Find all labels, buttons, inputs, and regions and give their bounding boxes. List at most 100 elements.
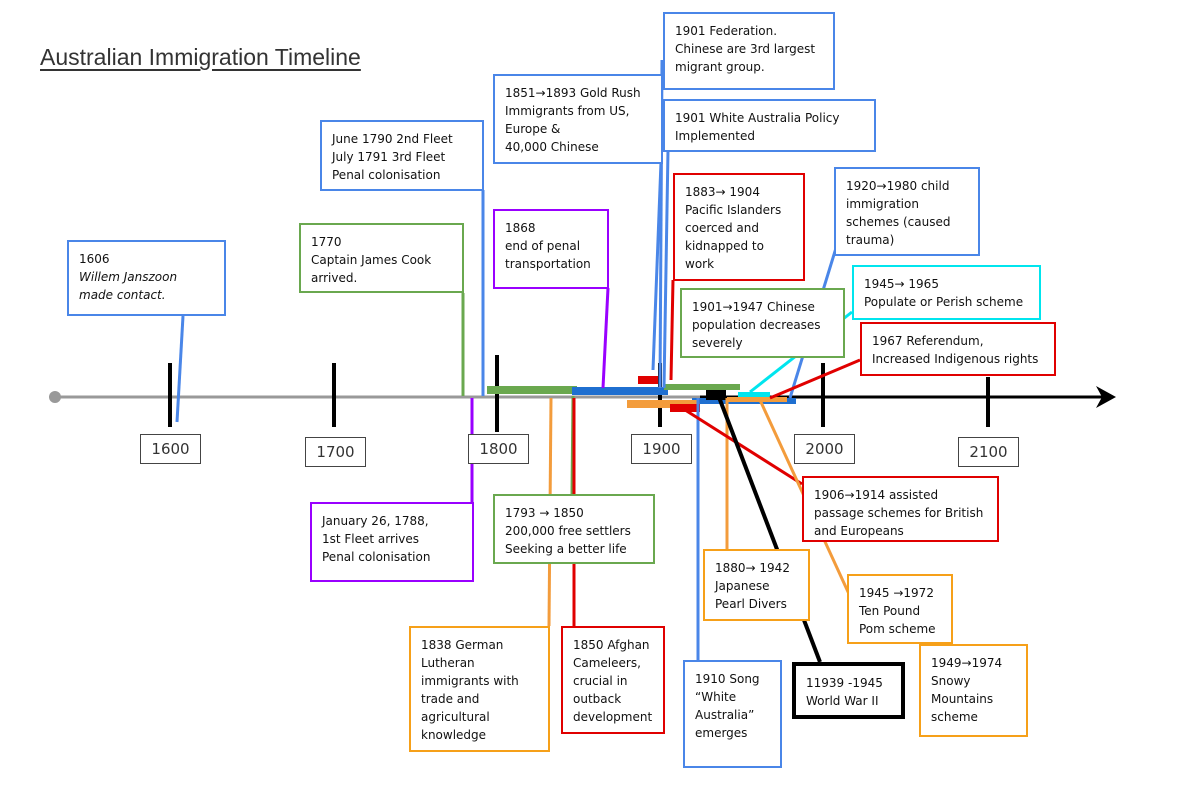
event-1793-line: 1793 → 1850 — [505, 506, 584, 520]
event-1883-line: work — [685, 257, 715, 271]
event-1949-line: 1949→1974 — [931, 656, 1003, 670]
event-1606-line: Willem Janszoon — [79, 270, 178, 284]
timeline-start-dot — [49, 391, 61, 403]
event-1850-line: outback — [573, 692, 622, 706]
event-1838-line: knowledge — [421, 728, 487, 742]
bar-chinese-decline — [664, 384, 740, 390]
year-label-1600: 1600 — [140, 434, 201, 464]
bar-assisted-passage — [670, 404, 700, 412]
event-1868: 1868 end of penal transportation — [493, 209, 609, 289]
event-1838-line: trade and — [421, 692, 480, 706]
event-1901-wap-line: Implemented — [675, 129, 755, 143]
event-1967-referendum: 1967 Referendum, Increased Indigenous ri… — [860, 322, 1056, 376]
event-1788-line: Penal colonisation — [322, 550, 431, 564]
year-label-1800: 1800 — [468, 434, 529, 464]
bar-populate-perish — [738, 392, 770, 397]
connector-1868 — [601, 287, 610, 389]
year-label-2100: 2100 — [958, 437, 1019, 467]
event-1868-line: 1868 — [505, 221, 536, 235]
event-1945-tenpound-line: Pom scheme — [859, 622, 936, 636]
event-1949-line: Snowy — [931, 674, 971, 688]
event-1945-populate-or-perish: 1945→ 1965 Populate or Perish scheme — [852, 265, 1041, 320]
event-1910-line: Australia” — [695, 708, 755, 722]
event-1901-wap-line: 1901 White Australia Policy — [675, 111, 840, 125]
event-1838-line: immigrants with — [421, 674, 519, 688]
event-1851: 1851→1893 Gold Rush Immigrants from US, … — [493, 74, 663, 164]
event-1945-tenpound-line: Ten Pound — [859, 604, 921, 618]
event-1910: 1910 Song “White Australia” emerges — [683, 660, 782, 768]
event-1880-line: Pearl Divers — [715, 597, 787, 611]
bar-free-settlers — [487, 386, 577, 394]
connector-1967 — [769, 358, 861, 400]
bar-ten-pound-pom — [727, 397, 787, 402]
event-1901-federation-line: migrant group. — [675, 60, 765, 74]
event-1939-ww2: 11939 -1945 World War II — [792, 662, 905, 719]
event-1906-line: passage schemes for British — [814, 506, 984, 520]
event-1967-line: 1967 Referendum, — [872, 334, 984, 348]
event-1901-chinese-decline: 1901→1947 Chinese population decreases s… — [680, 288, 845, 358]
event-1883: 1883→ 1904 Pacific Islanders coerced and… — [673, 173, 805, 281]
event-1910-line: emerges — [695, 726, 748, 740]
event-1838-line: 1838 German — [421, 638, 504, 652]
connector-1606 — [175, 315, 185, 423]
event-1850-line: Cameleers, — [573, 656, 641, 670]
event-1901-chinese-line: 1901→1947 Chinese — [692, 300, 815, 314]
event-1770-line: Captain James Cook — [311, 253, 432, 267]
event-1883-line: Pacific Islanders — [685, 203, 782, 217]
event-1850: 1850 Afghan Cameleers, crucial in outbac… — [561, 626, 665, 734]
event-1949-line: scheme — [931, 710, 978, 724]
event-1920-line: 1920→1980 child — [846, 179, 950, 193]
event-1906-line: and Europeans — [814, 524, 904, 538]
event-1770-line: arrived. — [311, 271, 358, 285]
event-1838: 1838 German Lutheran immigrants with tra… — [409, 626, 550, 752]
event-1945-ten-pound-pom: 1945 →1972 Ten Pound Pom scheme — [847, 574, 953, 644]
event-1851-line: 1851→1893 Gold Rush — [505, 86, 641, 100]
event-1868-line: end of penal — [505, 239, 581, 253]
event-1790-line: Penal colonisation — [332, 168, 441, 182]
event-1949-line: Mountains — [931, 692, 994, 706]
event-1790-line: June 1790 2nd Fleet — [332, 132, 453, 146]
event-1901-federation-line: Chinese are 3rd largest — [675, 42, 816, 56]
event-1901-federation: 1901 Federation. Chinese are 3rd largest… — [663, 12, 835, 90]
event-1838-line: agricultural — [421, 710, 490, 724]
event-1945-tenpound-line: 1945 →1972 — [859, 586, 934, 600]
event-1945-populate-line: 1945→ 1965 — [864, 277, 939, 291]
event-1606-line: made contact. — [79, 288, 166, 302]
event-1880-line: 1880→ 1942 — [715, 561, 790, 575]
event-1883-line: 1883→ 1904 — [685, 185, 760, 199]
year-label-2000: 2000 — [794, 434, 855, 464]
event-1770: 1770 Captain James Cook arrived. — [299, 223, 464, 293]
event-1790-line: July 1791 3rd Fleet — [332, 150, 446, 164]
event-1939-line: 11939 -1945 — [806, 676, 883, 690]
connector-1883 — [669, 279, 675, 381]
event-1920-line: trauma) — [846, 233, 895, 247]
event-1906-line: 1906→1914 assisted — [814, 488, 939, 502]
connector-1906 — [681, 406, 803, 486]
event-1883-line: coerced and — [685, 221, 759, 235]
timeline-arrow-head — [1096, 386, 1116, 408]
event-1868-line: transportation — [505, 257, 591, 271]
event-1883-line: kidnapped to — [685, 239, 764, 253]
event-1920-line: schemes (caused — [846, 215, 951, 229]
event-1788-line: 1st Fleet arrives — [322, 532, 420, 546]
event-1901-chinese-line: severely — [692, 336, 743, 350]
event-1851-line: Europe & — [505, 122, 561, 136]
year-label-1900: 1900 — [631, 434, 692, 464]
event-1851-line: Immigrants from US, — [505, 104, 630, 118]
event-1788: January 26, 1788, 1st Fleet arrives Pena… — [310, 502, 474, 582]
event-1901-chinese-line: population decreases — [692, 318, 821, 332]
year-label-1700: 1700 — [305, 437, 366, 467]
event-1939-line: World War II — [806, 694, 879, 708]
bar-pacific-islanders — [638, 376, 658, 384]
event-1910-line: “White — [695, 690, 737, 704]
event-1967-line: Increased Indigenous rights — [872, 352, 1039, 366]
event-1838-line: Lutheran — [421, 656, 475, 670]
event-1920-line: immigration — [846, 197, 919, 211]
event-1906: 1906→1914 assisted passage schemes for B… — [802, 476, 999, 542]
page-title: Australian Immigration Timeline — [40, 44, 361, 70]
event-1851-line: 40,000 Chinese — [505, 140, 599, 154]
event-1793-line: 200,000 free settlers — [505, 524, 631, 538]
event-1910-line: 1910 Song — [695, 672, 760, 686]
event-1920: 1920→1980 child immigration schemes (cau… — [834, 167, 980, 256]
